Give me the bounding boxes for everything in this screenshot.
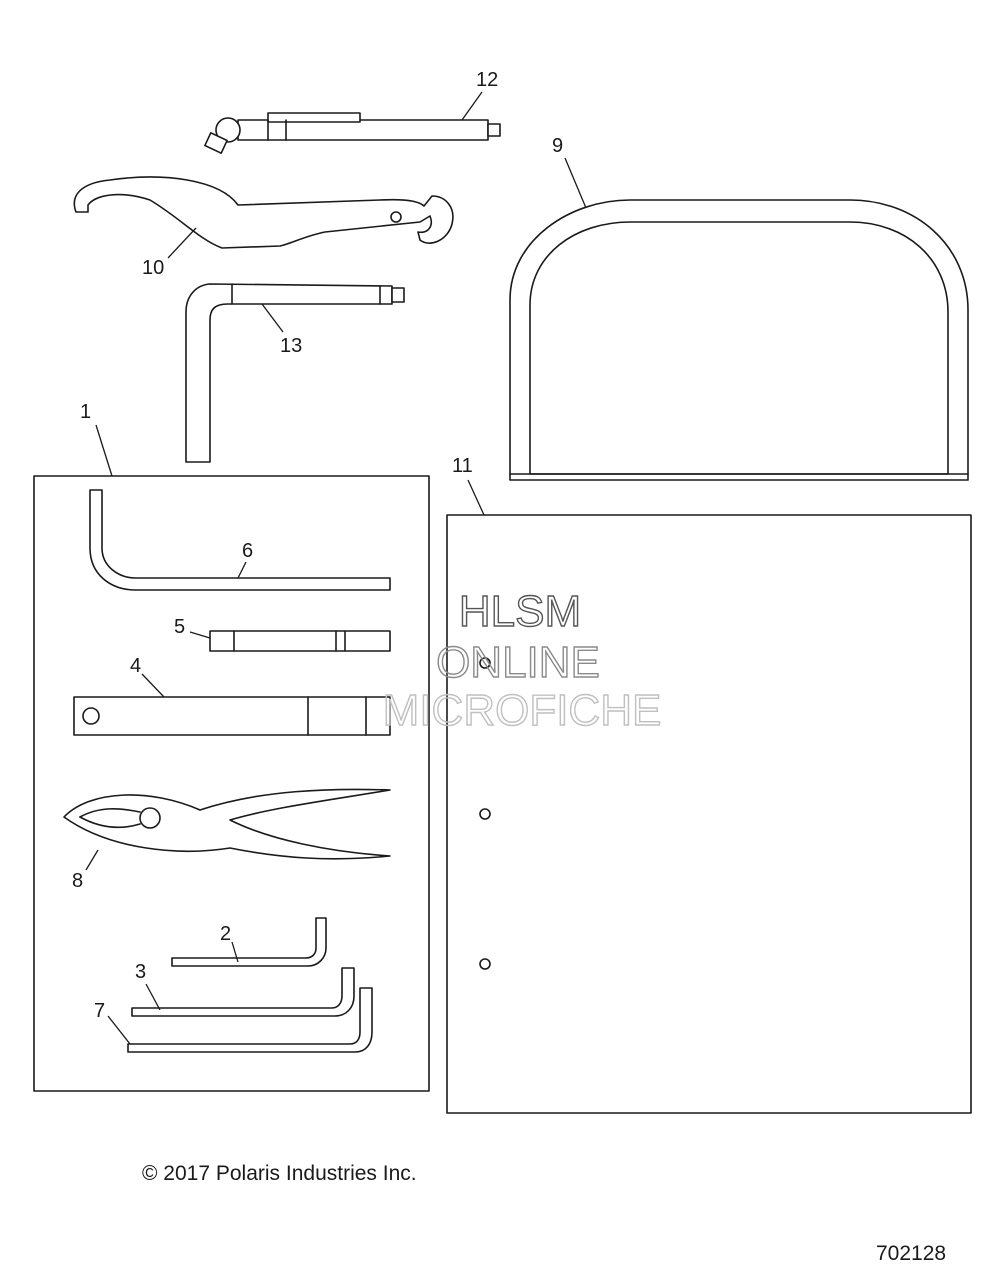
part-10-spanner-wrench xyxy=(73,176,454,249)
part-1-tool-kit-frame xyxy=(33,475,430,1092)
callout-7: 7 xyxy=(94,1000,105,1022)
callout-numbers: 12 9 10 13 1 11 6 5 4 8 2 3 7 xyxy=(72,69,563,1022)
leader-lines xyxy=(85,91,587,1045)
watermark: HLSM ONLINE MICROFICHE xyxy=(382,586,662,735)
part-4-spark-plug-socket xyxy=(73,696,391,736)
callout-11: 11 xyxy=(452,455,473,477)
part-2-hex-key xyxy=(171,917,327,967)
copyright-notice: © 2017 Polaris Industries Inc. xyxy=(142,1162,417,1185)
part-11-owners-manual xyxy=(446,514,972,1114)
callout-4: 4 xyxy=(130,655,141,677)
part-12-tool xyxy=(204,112,501,154)
part-7-hex-key xyxy=(127,987,373,1053)
callout-3: 3 xyxy=(135,961,146,983)
callout-12: 12 xyxy=(476,69,498,91)
callout-9: 9 xyxy=(552,135,563,157)
callout-8: 8 xyxy=(72,870,83,892)
part-3-hex-key xyxy=(131,967,355,1017)
watermark-line-2: ONLINE xyxy=(436,638,600,687)
part-6-hex-key xyxy=(89,489,391,591)
callout-10: 10 xyxy=(142,257,164,279)
callout-1: 1 xyxy=(80,401,91,423)
part-8-pliers xyxy=(63,788,391,860)
callout-2: 2 xyxy=(220,923,231,945)
callout-6: 6 xyxy=(242,540,253,562)
watermark-line-3: MICROFICHE xyxy=(383,686,662,735)
part-13-l-wrench xyxy=(185,283,405,463)
callout-13: 13 xyxy=(280,335,302,357)
diagram-number: 702128 xyxy=(876,1242,947,1265)
watermark-line-1: HLSM xyxy=(459,587,581,636)
part-9-handle-bar xyxy=(509,199,969,481)
part-5-socket-extension xyxy=(209,630,391,652)
callout-5: 5 xyxy=(174,616,185,638)
